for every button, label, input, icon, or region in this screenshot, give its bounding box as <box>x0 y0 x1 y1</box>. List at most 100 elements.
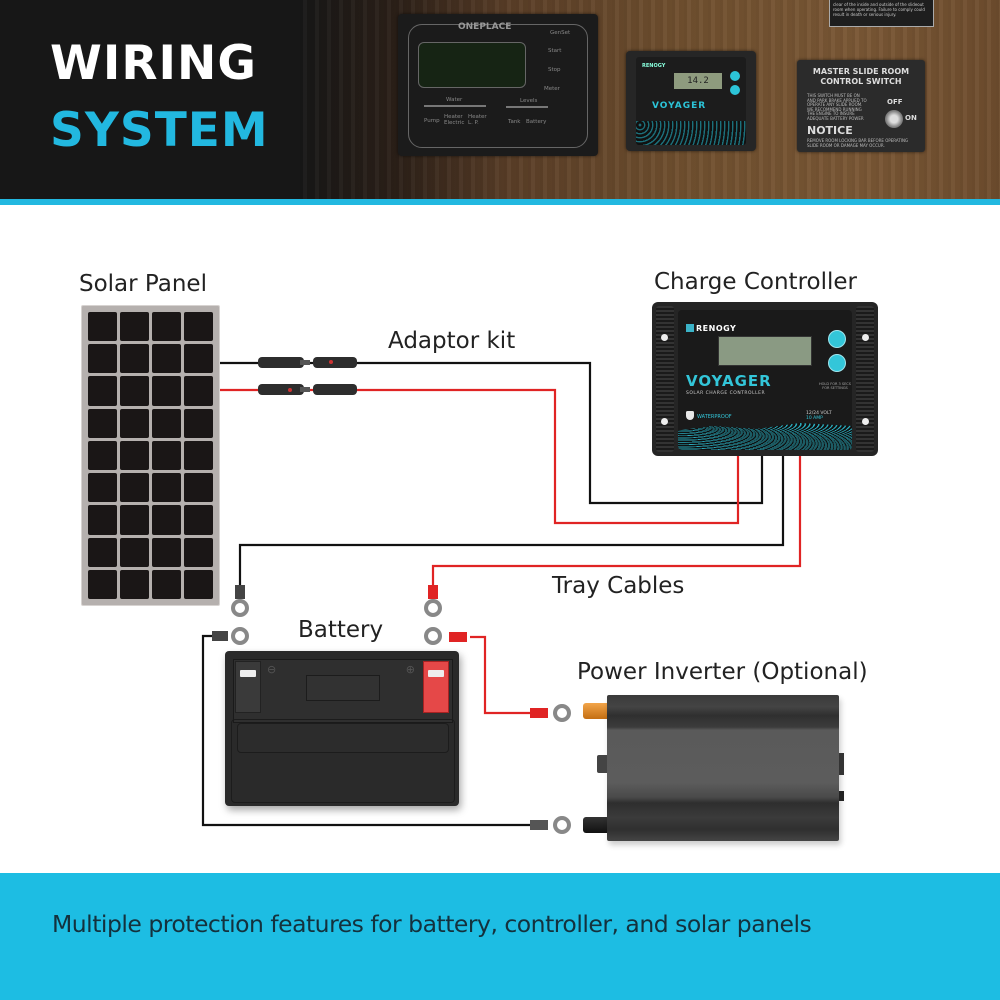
voyager-photo-model: VOYAGER <box>652 101 707 111</box>
solar-cell <box>88 473 117 503</box>
label-power-inverter: Power Inverter (Optional) <box>577 659 868 685</box>
controller-heatsink-right <box>856 306 874 452</box>
slide-switch-title-2: CONTROL SWITCH <box>820 77 902 86</box>
warning-sticker: clear of the inside and outside of the s… <box>829 0 934 27</box>
solar-cell <box>184 505 213 535</box>
controller-brand: RENOGY <box>686 324 736 333</box>
header-accent-bar <box>0 199 1000 205</box>
voyager-photo-wave-pattern <box>636 121 746 145</box>
stop-label: Stop <box>548 67 561 73</box>
slide-room-switch-panel: MASTER SLIDE ROOM CONTROL SWITCH THIS SW… <box>797 60 925 152</box>
controller-subtitle: SOLAR CHARGE CONTROLLER <box>686 391 766 396</box>
solar-cell <box>88 537 117 567</box>
inverter-side-knob <box>597 755 607 773</box>
terminal-cap <box>240 670 256 677</box>
mc4-connector-negative-male <box>258 357 310 368</box>
battery-negative-terminal <box>235 661 261 713</box>
solar-panel <box>81 305 220 606</box>
pump-label: Pump <box>424 118 440 124</box>
solar-cell <box>184 473 213 503</box>
solar-cell <box>88 440 117 471</box>
rating-volt: 12/24 VOLT <box>806 411 832 416</box>
oneplace-bezel <box>408 24 588 148</box>
solar-cell <box>88 505 117 535</box>
solar-cell <box>120 344 149 374</box>
solar-cell <box>152 440 181 471</box>
solar-cell <box>152 537 181 567</box>
inverter-negative-post <box>583 817 609 833</box>
footer-text: Multiple protection features for battery… <box>52 910 812 938</box>
rating-amp: 10 AMP <box>806 416 823 421</box>
controller-button-up <box>828 330 846 348</box>
solar-cell <box>184 312 213 342</box>
solar-cell <box>184 344 213 374</box>
label-battery: Battery <box>298 617 384 643</box>
ring-terminal-inverter-positive <box>530 704 571 722</box>
slide-switch-notice-text: REMOVE ROOM LOCKING BAR BEFORE OPERATING… <box>807 138 909 148</box>
solar-cell <box>88 569 117 599</box>
battery-level-label: Battery <box>526 119 547 125</box>
genset-label: GenSet <box>550 30 571 36</box>
slide-switch-notice: NOTICE <box>807 124 853 137</box>
ring-terminal-tray-positive <box>424 585 442 617</box>
slide-switch-off-label: OFF <box>887 98 903 106</box>
solar-cell <box>88 408 117 438</box>
solar-cell <box>88 312 117 342</box>
ring-terminal-inverter-negative <box>530 816 571 834</box>
inverter-side-switch <box>839 791 844 801</box>
start-label: Start <box>548 48 562 54</box>
solar-cell <box>120 537 149 567</box>
charge-controller: RENOGY HOLD FOR 3 SECS FOR SETTINGS VOYA… <box>652 302 878 456</box>
mc4-connector-negative-female <box>313 357 357 368</box>
oneplace-lcd <box>418 42 526 88</box>
wire-inverter-positive <box>470 635 530 715</box>
positive-symbol-icon: ⊕ <box>405 663 415 676</box>
controller-button-down <box>828 354 846 372</box>
mount-hole-icon <box>862 418 869 425</box>
solar-cell <box>152 505 181 535</box>
water-divider <box>424 105 486 107</box>
voyager-photo-button-2 <box>730 85 740 95</box>
solar-cell <box>88 344 117 374</box>
label-solar-panel: Solar Panel <box>79 271 207 297</box>
ring-terminal-tray-negative <box>231 585 249 617</box>
levels-divider <box>506 106 548 108</box>
heater-electric-label: Heater Electric <box>444 114 465 126</box>
label-adaptor-kit: Adaptor kit <box>388 328 516 354</box>
controller-waterproof-badge: WATERPROOF <box>686 411 732 420</box>
mount-hole-icon <box>862 334 869 341</box>
solar-cell <box>120 505 149 535</box>
warning-sticker-text: clear of the inside and outside of the s… <box>833 2 925 17</box>
solar-cell <box>120 376 149 406</box>
solar-cell <box>120 569 149 599</box>
label-tray-cables: Tray Cables <box>552 573 685 599</box>
ring-terminal-inverter-negative-battery-end <box>212 627 249 645</box>
solar-cell <box>152 473 181 503</box>
inverter-side-port <box>839 753 844 775</box>
renogy-logo-icon <box>686 324 694 332</box>
mount-hole-icon <box>661 334 668 341</box>
negative-symbol-icon: ⊖ <box>267 663 277 676</box>
levels-group-label: Levels <box>520 98 538 104</box>
inverter-positive-post <box>583 703 609 719</box>
solar-cell <box>184 569 213 599</box>
voyager-photo-brand: RENOGY <box>642 63 666 69</box>
wire-tray-negative <box>238 456 785 585</box>
solar-cell <box>88 376 117 406</box>
label-charge-controller: Charge Controller <box>654 269 857 295</box>
title-line-2: SYSTEM <box>50 103 269 158</box>
tank-label: Tank <box>508 119 521 125</box>
key-switch-icon <box>885 110 903 128</box>
controller-rating: 12/24 VOLT 10 AMP <box>806 411 832 421</box>
slide-switch-title-1: MASTER SLIDE ROOM <box>812 67 910 76</box>
solar-cell <box>184 440 213 471</box>
heater-lp-label: Heater L. P. <box>468 114 487 126</box>
power-inverter <box>597 695 844 841</box>
waterproof-text: WATERPROOF <box>697 414 732 420</box>
controller-wave-pattern <box>678 423 852 450</box>
solar-cell <box>152 312 181 342</box>
solar-cell <box>152 376 181 406</box>
slide-switch-on-label: ON <box>905 114 917 122</box>
controller-face: RENOGY HOLD FOR 3 SECS FOR SETTINGS VOYA… <box>678 310 852 450</box>
solar-cell <box>184 537 213 567</box>
